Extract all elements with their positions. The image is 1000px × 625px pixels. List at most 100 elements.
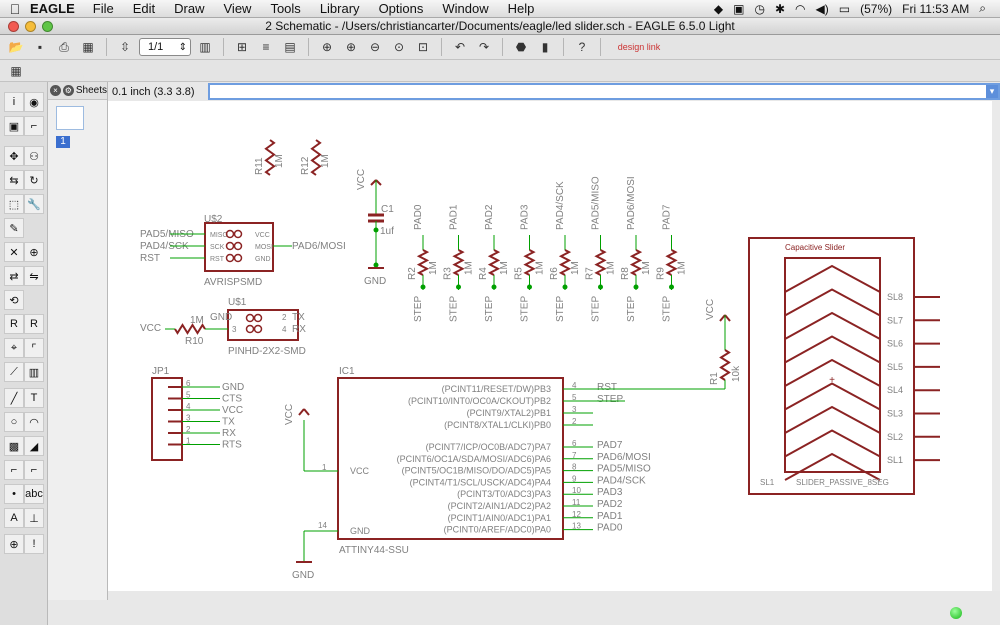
pin-name: GND bbox=[255, 256, 271, 263]
grid-icon[interactable]: ▦ bbox=[10, 64, 22, 78]
run-icon[interactable]: ▤ bbox=[284, 40, 296, 54]
sheet-thumbnail[interactable] bbox=[56, 106, 84, 130]
menu-edit[interactable]: Edit bbox=[132, 1, 156, 16]
redraw-icon[interactable]: ⊙ bbox=[393, 40, 405, 54]
net-label: PAD1 bbox=[597, 511, 623, 522]
undo-icon[interactable]: ↶ bbox=[454, 40, 466, 54]
erc-icon[interactable]: ⊕ bbox=[4, 534, 24, 554]
value-icon[interactable]: R bbox=[24, 314, 44, 334]
gateswap-icon[interactable]: ⇋ bbox=[24, 266, 44, 286]
menu-help[interactable]: Help bbox=[507, 1, 535, 16]
replace-icon[interactable]: ⟲ bbox=[4, 290, 24, 310]
paste-icon[interactable]: ✎ bbox=[4, 218, 24, 238]
split-icon[interactable]: ⟋ bbox=[4, 362, 24, 382]
app-menu[interactable]: EAGLE bbox=[30, 1, 75, 16]
pin-pad bbox=[233, 253, 243, 263]
save-icon[interactable]: ▪ bbox=[37, 40, 43, 54]
close-window-button[interactable] bbox=[8, 21, 19, 32]
command-input[interactable] bbox=[208, 83, 1000, 100]
group-icon[interactable]: ⬚ bbox=[4, 194, 24, 214]
net-icon[interactable]: ⌐ bbox=[24, 460, 44, 480]
ic-pin-number: 10 bbox=[572, 486, 581, 495]
spotlight-icon[interactable]: ⌕ bbox=[979, 1, 986, 15]
go-icon[interactable]: ▮ bbox=[541, 40, 549, 54]
print-icon[interactable]: ⎙ bbox=[59, 39, 69, 54]
clock[interactable]: Fri 11:53 AM bbox=[902, 1, 970, 16]
menu-view[interactable]: View bbox=[223, 1, 252, 16]
sheet-number[interactable]: 1 bbox=[56, 136, 70, 148]
time-machine-icon[interactable]: ◷ bbox=[754, 1, 765, 16]
zoom-in-icon[interactable]: ⊕ bbox=[345, 40, 357, 54]
menu-tools[interactable]: Tools bbox=[270, 1, 301, 16]
info-icon[interactable]: i bbox=[4, 92, 24, 112]
name-icon[interactable]: R bbox=[4, 314, 24, 334]
pad-net-label: PAD6/MOSI bbox=[626, 176, 637, 230]
part-device: PINHD-2X2-SMD bbox=[228, 346, 306, 357]
dimension-icon[interactable]: ⊥ bbox=[24, 508, 44, 528]
menu-library[interactable]: Library bbox=[319, 1, 360, 16]
zoom-window-button[interactable] bbox=[42, 21, 53, 32]
bus-icon[interactable]: ⌐ bbox=[4, 460, 24, 480]
apple-menu-icon[interactable]:  bbox=[0, 1, 30, 17]
stop-icon[interactable]: ⬣ bbox=[515, 40, 527, 54]
battery-icon[interactable]: ▭ bbox=[838, 1, 851, 16]
wifi-icon[interactable]: ◠ bbox=[795, 1, 806, 16]
copy-icon[interactable]: ⚇ bbox=[24, 146, 44, 166]
slider-chevron bbox=[784, 429, 881, 458]
battery-percent[interactable]: (57%) bbox=[860, 1, 893, 16]
minimize-window-button[interactable] bbox=[25, 21, 36, 32]
display-icon[interactable]: ▣ bbox=[4, 116, 24, 136]
rect-icon[interactable]: ▩ bbox=[4, 436, 24, 456]
add-icon[interactable]: ⊕ bbox=[24, 242, 44, 262]
bluetooth-icon[interactable]: ✱ bbox=[774, 1, 786, 16]
label-icon[interactable]: abc bbox=[24, 484, 44, 504]
change-icon[interactable]: 🔧 bbox=[24, 194, 44, 214]
polygon-icon[interactable]: ◢ bbox=[24, 436, 44, 456]
zoom-out-icon[interactable]: ⊖ bbox=[369, 40, 381, 54]
sheet-select[interactable]: 1/1 bbox=[139, 38, 191, 56]
mark-icon[interactable]: ⌐ bbox=[24, 116, 44, 136]
app-status-icon[interactable]: ▣ bbox=[733, 1, 745, 16]
invoke-icon[interactable]: ▥ bbox=[24, 362, 44, 382]
vertical-scrollbar[interactable] bbox=[992, 101, 1000, 591]
board-icon[interactable]: ⇳ bbox=[119, 40, 131, 54]
parameter-toolbar: ▦ bbox=[0, 60, 1000, 82]
menu-draw[interactable]: Draw bbox=[174, 1, 205, 16]
move-icon[interactable]: ✥ bbox=[4, 146, 24, 166]
pinswap-icon[interactable]: ⇄ bbox=[4, 266, 24, 286]
volume-icon[interactable]: ◀) bbox=[815, 1, 829, 16]
circle-icon[interactable]: ○ bbox=[4, 412, 24, 432]
miter-icon[interactable]: ⌜ bbox=[24, 338, 44, 358]
net-label: TX bbox=[292, 312, 305, 323]
arc-icon[interactable]: ◠ bbox=[24, 412, 44, 432]
delete-icon[interactable]: ✕ bbox=[4, 242, 24, 262]
cam-processor-icon[interactable]: ▦ bbox=[82, 40, 94, 54]
ulp-icon[interactable]: ⊞ bbox=[236, 40, 248, 54]
open-icon[interactable]: 📂 bbox=[8, 40, 24, 54]
show-icon[interactable]: ◉ bbox=[24, 92, 44, 112]
help-icon[interactable]: ? bbox=[578, 40, 586, 54]
attribute-icon[interactable]: A bbox=[4, 508, 24, 528]
design-link-icon[interactable]: design link bbox=[617, 42, 661, 52]
library-icon[interactable]: ▥ bbox=[199, 40, 211, 54]
redo-icon[interactable]: ↷ bbox=[478, 40, 490, 54]
text-icon[interactable]: T bbox=[24, 388, 44, 408]
junction-icon[interactable]: • bbox=[4, 484, 24, 504]
smash-icon[interactable]: ⌖ bbox=[4, 338, 24, 358]
menu-options[interactable]: Options bbox=[378, 1, 424, 16]
script-icon[interactable]: ≡ bbox=[262, 40, 270, 54]
zoom-fit-icon[interactable]: ⊕ bbox=[321, 40, 333, 54]
wire-icon[interactable]: ╱ bbox=[4, 388, 24, 408]
dropbox-icon[interactable]: ◆ bbox=[713, 1, 724, 16]
errors-icon[interactable]: ! bbox=[24, 534, 44, 554]
mirror-icon[interactable]: ⇆ bbox=[4, 170, 24, 190]
menu-window[interactable]: Window bbox=[442, 1, 489, 16]
menu-file[interactable]: File bbox=[92, 1, 114, 16]
rotate-icon[interactable]: ↻ bbox=[24, 170, 44, 190]
zoom-select-icon[interactable]: ⊡ bbox=[417, 40, 429, 54]
panel-options-icon[interactable]: ⚙ bbox=[62, 85, 74, 96]
pad-net-label: PAD2 bbox=[484, 204, 495, 230]
close-panel-icon[interactable]: × bbox=[50, 85, 61, 96]
